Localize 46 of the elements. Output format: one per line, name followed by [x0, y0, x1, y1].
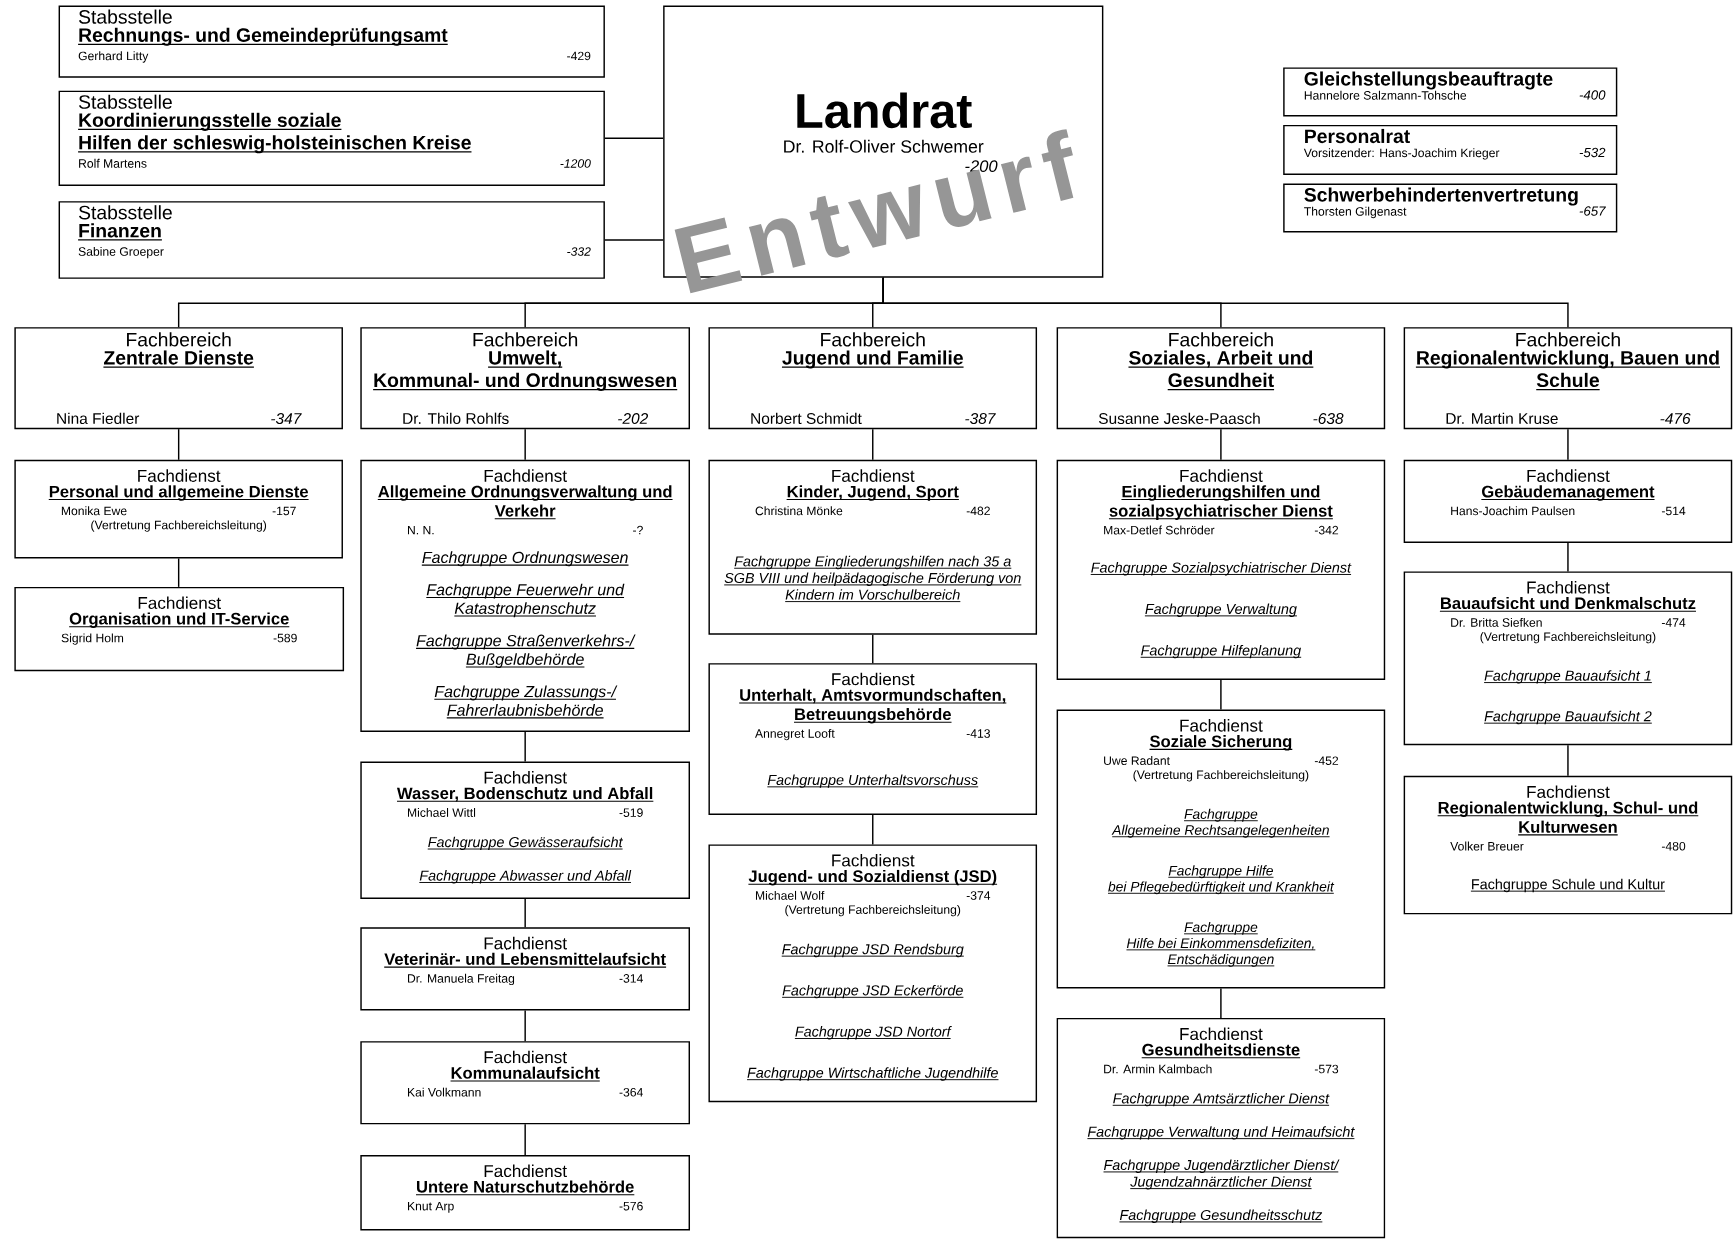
service-unit-box: Fachdienst Personal und allgemeine Dienste Monika Ewe -157 (Vertretung Fachbereichsleitung) [14, 459, 343, 559]
representative-box: Schwerbehindertenvertretung Thorsten Gilgenast -657 [1283, 183, 1618, 233]
connector-line [177, 557, 180, 588]
service-unit-box: Fachdienst Gesundheitsdienste Dr. Armin Kalmbach -573 Fachgruppe Amtsärztlicher Dienst Fachgruppe Verwaltung und Heimaufsicht Fachgruppe Jugendärztlicher Dienst/ Jugendzahnärztlicher Dienst Fachgruppe Gesundheitsschutz [1056, 1017, 1386, 1239]
department-box: Fachbereich Umwelt, Kommunal- und Ordnungswesen Dr. Thilo Rohlfs -202 [360, 327, 690, 430]
department-box: Fachbereich Regionalentwicklung, Bauen und Schule Dr. Martin Kruse -476 [1403, 327, 1733, 430]
connector-line [1567, 744, 1569, 777]
service-unit-box: Fachdienst Jugend- und Sozialdienst (JSD) Michael Wolf -374 (Vertretung Fachbereichsleitung) Fachgruppe JSD Rendsburg Fachgruppe JSD Eckerförde Fachgruppe JSD Nortorf Fachgruppe Wirtschaftliche Jugendhilfe [708, 844, 1038, 1103]
department-box: Fachbereich Soziales, Arbeit und Gesundheit Susanne Jeske-Paasch -638 [1056, 327, 1386, 430]
connector-line [524, 731, 526, 763]
connector-line [872, 814, 874, 846]
connector-line [1220, 679, 1222, 711]
connector-line [604, 137, 664, 140]
service-unit-box: Fachdienst Unterhalt, Amtsvormundschaften, Betreuungsbehörde Annegret Looft -413 Fachgruppe Unterhaltsvorschuss [708, 663, 1038, 815]
service-unit-box: Fachdienst Gebäudemanagement Hans-Joachim Paulsen -514 [1403, 459, 1733, 543]
connector-line [524, 898, 526, 929]
service-unit-box: Fachdienst Wasser, Bodenschutz und Abfall Michael Wittl -519 Fachgruppe Gewässeraufsicht Fachgruppe Abwasser und Abfall [360, 761, 690, 899]
connector-line [524, 428, 526, 461]
department-box: Fachbereich Zentrale Dienste Nina Fiedler -347 [14, 327, 343, 430]
service-unit-box: Fachdienst Kinder, Jugend, Sport Christina Mönke -482 Fachgruppe Eingliederungshilfen nach 35 a SGB VIII und heilpädagogische Förderung von Kindern im Vorschulbereich [708, 459, 1038, 635]
service-unit-box: Fachdienst Organisation und IT-Service Sigrid Holm -589 [14, 586, 345, 672]
service-unit-box: Fachdienst Kommunalaufsicht Kai Volkmann -364 [360, 1041, 690, 1125]
service-unit-box: Fachdienst Allgemeine Ordnungsverwaltung und Verkehr N. N. -? Fachgruppe Ordnungswesen Fachgruppe Feuerwehr und Katastrophenschutz Fachgruppe Straßenverkehrs-/ Bußgeldbehörde Fachgruppe Zulassungs-/ Fahrerlaubnisbehörde [360, 459, 690, 732]
connector-line [177, 428, 180, 461]
service-unit-box: Fachdienst Veterinär- und Lebensmittelaufsicht Dr. Manuela Freitag -314 [360, 927, 690, 1011]
connector-line [1220, 987, 1222, 1019]
service-unit-box: Fachdienst Regionalentwicklung, Schul- und Kulturwesen Volker Breuer -480 Fachgruppe Schule und Kultur [1403, 775, 1733, 915]
connector-line [1567, 428, 1569, 461]
staff-unit-box: Stabsstelle Rechnungs- und Gemeindeprüfungsamt Gerhard Litty -429 [58, 5, 605, 78]
connector-line [524, 1009, 526, 1042]
connector-line [872, 634, 874, 664]
representative-box: Personalrat Vorsitzender: Hans-Joachim Krieger -532 [1283, 124, 1618, 175]
connector-line [1220, 428, 1222, 461]
connector-line [1567, 542, 1569, 573]
connector-line [604, 239, 664, 241]
service-unit-box: Fachdienst Untere Naturschutzbehörde Knut Arp -576 [360, 1155, 690, 1231]
connector-line [882, 277, 1569, 328]
representative-box: Gleichstellungsbeauftragte Hannelore Salzmann-Tohsche -400 [1283, 67, 1618, 117]
service-unit-box: Fachdienst Eingliederungshilfen und sozialpsychiatrischer Dienst Max-Detlef Schröder -342 Fachgruppe Sozialpsychiatrischer Dienst Fachgruppe Verwaltung Fachgruppe Hilfeplanung [1056, 459, 1386, 681]
staff-unit-box: Stabsstelle Koordinierungsstelle soziale Hilfen der schleswig-holsteinischen Kreise Rolf Martens -1200 [58, 90, 605, 187]
connector-line [524, 1123, 526, 1156]
service-unit-box: Fachdienst Bauaufsicht und Denkmalschutz Dr. Britta Siefken -474 (Vertretung Fachbereichsleitung) Fachgruppe Bauaufsicht 1 Fachgruppe Bauaufsicht 2 [1403, 571, 1733, 746]
department-box: Fachbereich Jugend und Familie Norbert Schmidt -387 [708, 327, 1038, 430]
service-unit-box: Fachdienst Soziale Sicherung Uwe Radant -452 (Vertretung Fachbereichsleitung) Fachgruppe Allgemeine Rechtsangelegenheiten Fachgruppe Hilfe bei Pflegebedürftigkeit und Krankheit Fachgruppe Hilfe bei Einkommensdefiziten, Entschädigungen [1056, 709, 1386, 989]
connector-line [872, 428, 874, 461]
staff-unit-box: Stabsstelle Finanzen Sabine Groeper -332 [58, 201, 605, 279]
